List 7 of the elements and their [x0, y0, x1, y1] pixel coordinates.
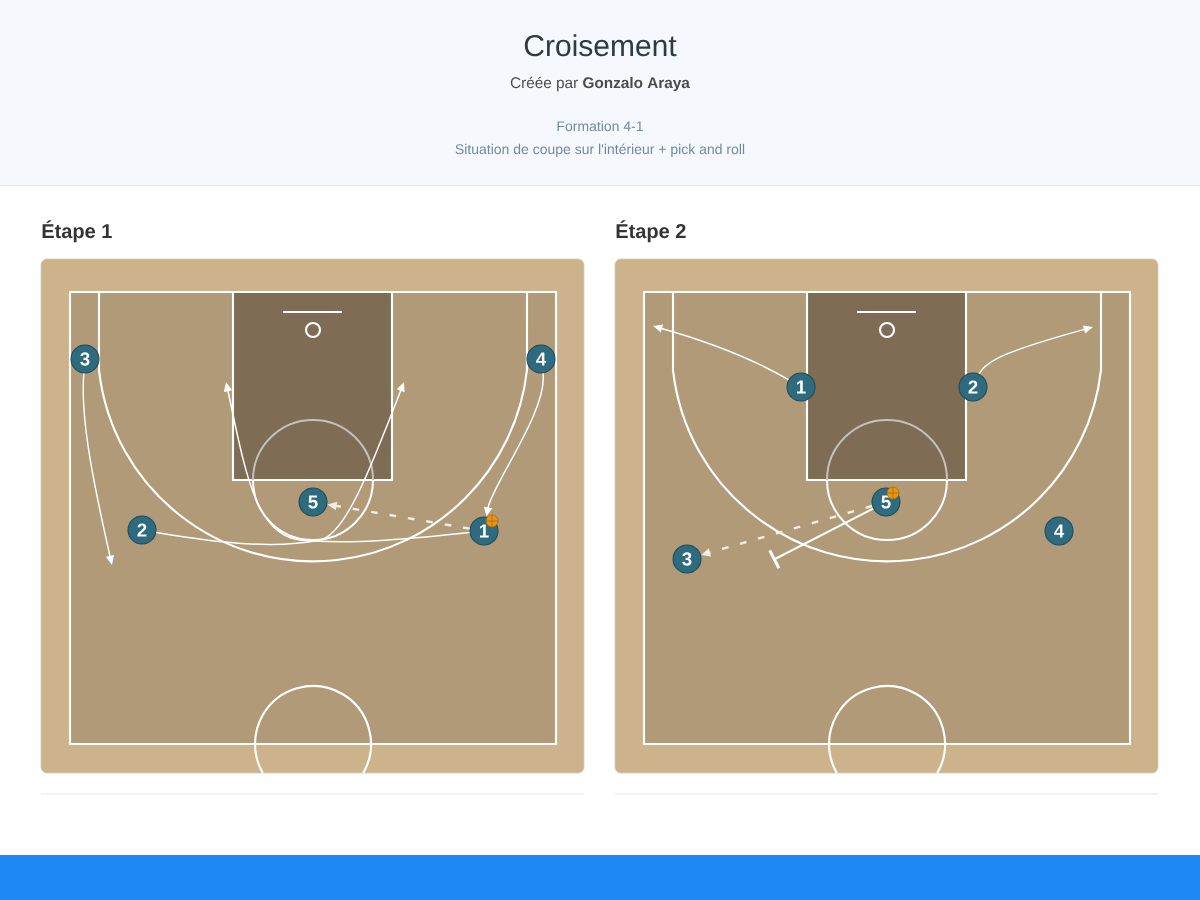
- step-heading: Étape 2: [616, 220, 686, 243]
- screen-line: [768, 507, 875, 569]
- step-heading: Étape 1: [42, 220, 112, 243]
- description-text: Situation de coupe sur l'intérieur + pick and roll: [455, 143, 745, 157]
- formation-text: Formation 4-1: [557, 120, 643, 132]
- author-line: Créée par Gonzalo Araya: [510, 76, 690, 92]
- title: Croisement: [524, 34, 677, 57]
